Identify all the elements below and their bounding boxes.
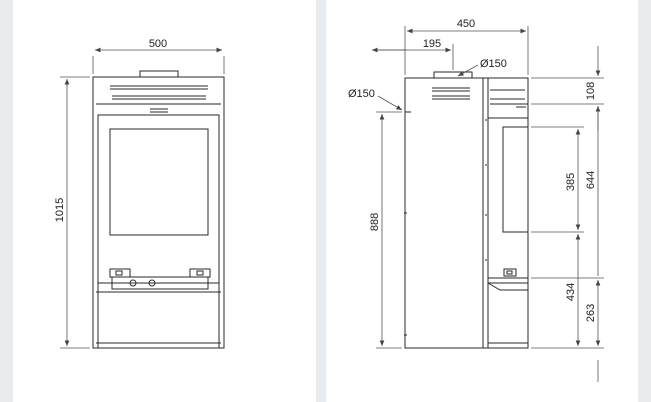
right-dimension-chain [531, 46, 604, 382]
front-view-panel [13, 0, 316, 402]
side-depth-dimension [404, 26, 529, 75]
top-clearance-label: 108 [585, 82, 597, 100]
side-control [503, 268, 517, 277]
glass-window [109, 128, 209, 236]
front-flue-collar [139, 70, 179, 78]
side-view-panel [326, 0, 638, 402]
upper-section-label: 644 [585, 171, 597, 189]
rear-flue-height-dimension [376, 111, 402, 349]
rear-flue-height-label: 888 [369, 213, 381, 231]
front-width-dimension [92, 47, 225, 74]
rear-flue-label: Ø150 [348, 88, 375, 100]
mid-section-label: 434 [565, 283, 577, 301]
top-flue-leader [457, 64, 479, 77]
base-label: 263 [585, 304, 597, 322]
rear-flue-leader [377, 95, 403, 111]
right-control [189, 268, 211, 278]
flue-offset-dimension [372, 44, 454, 70]
top-flue-label: Ø150 [480, 58, 507, 70]
side-door-glass [502, 126, 529, 233]
front-height-label: 1015 [54, 198, 66, 222]
side-depth-label: 450 [457, 18, 475, 30]
side-flue-collar [433, 71, 473, 79]
flue-offset-label: 195 [423, 38, 441, 50]
left-control [109, 268, 131, 278]
window-height-label: 385 [565, 173, 577, 191]
front-width-label: 500 [149, 38, 167, 50]
front-view [92, 70, 225, 349]
front-height-dimension [60, 76, 90, 349]
side-view [404, 71, 529, 349]
door-frame [97, 114, 220, 284]
ash-drawer [111, 276, 209, 290]
stove-front-outline [92, 76, 225, 349]
